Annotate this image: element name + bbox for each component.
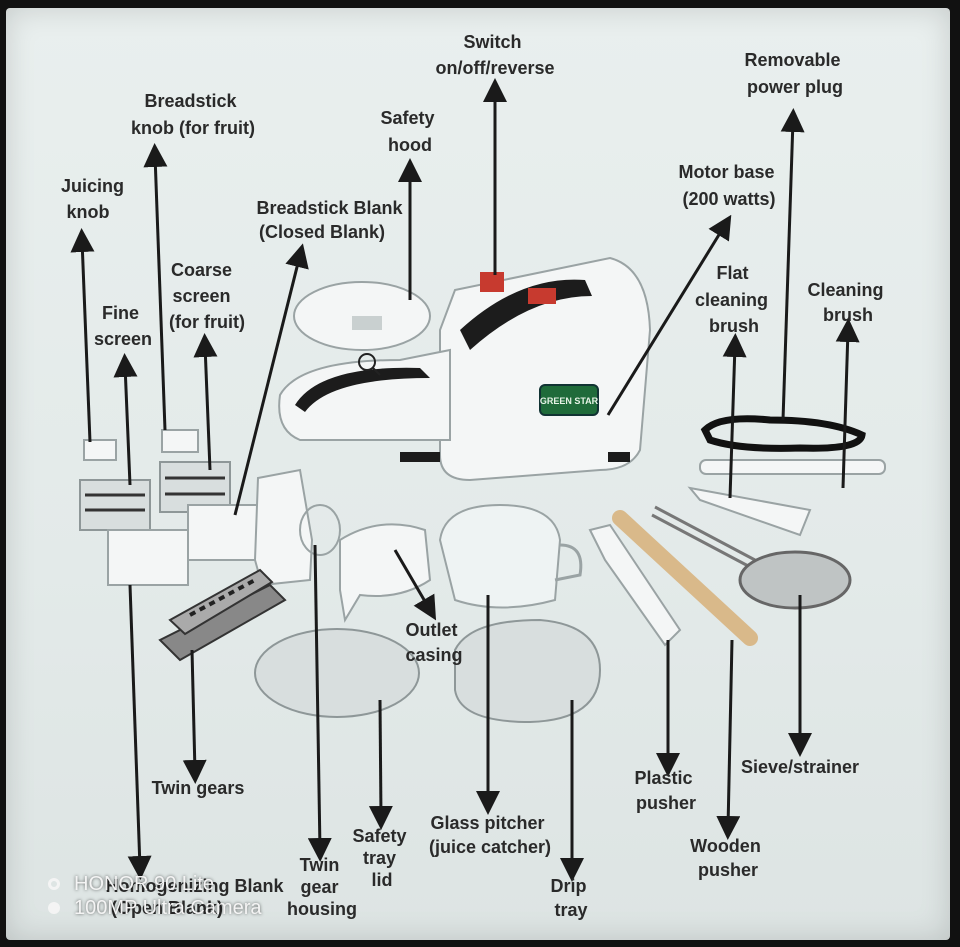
arrow-twin-gear-housing: [307, 544, 332, 862]
reverse-switch: [528, 288, 556, 304]
watermark-model: HONOR 90 Lite: [74, 873, 215, 895]
arrow-motor-base: [606, 214, 732, 416]
arrow-homogenizing-blank: [127, 584, 152, 880]
plastic-pusher-part: [588, 523, 682, 647]
label-motor-base: Motor base (200 watts): [678, 162, 779, 209]
label-breadstick-knob: Breadstick knob (for fruit): [131, 91, 255, 138]
coarse-screen: [159, 461, 231, 513]
arrow-fine-screen: [113, 353, 138, 486]
safety-tray-lid-part: [254, 628, 420, 718]
breadstick-blank-part: [187, 504, 259, 561]
juicing-knob: [83, 439, 117, 461]
arrow-breadstick-blank: [233, 243, 309, 516]
arrow-plug: [780, 108, 805, 421]
fine-screen: [79, 479, 151, 531]
label-safety-hood: Safety hood: [380, 108, 439, 155]
label-breadstick-blank: Breadstick Blank (Closed Blank): [256, 198, 407, 242]
label-wooden-pusher: Wooden pusher: [690, 836, 766, 880]
arrow-wooden-pusher: [716, 639, 741, 840]
arrow-flat-brush: [722, 333, 747, 499]
callout-arrows: [70, 78, 860, 882]
label-twin-gears: Twin gears: [152, 778, 245, 798]
filled-dot-icon: [48, 902, 60, 914]
drip-tray-part: [454, 618, 602, 724]
arrow-coarse-screen: [193, 333, 218, 471]
label-sieve: Sieve/strainer: [741, 757, 859, 777]
callout-labels: Switch on/off/reverse Removable power pl…: [61, 32, 888, 920]
power-cord-part: [700, 415, 866, 452]
arrow-outlet-casing: [393, 549, 437, 621]
homogenizing-blank-part: [107, 529, 189, 586]
logo-text: GREEN STAR: [540, 396, 599, 406]
label-flat-brush: Flat cleaning brush: [695, 263, 773, 336]
motor-base: GREEN STAR: [400, 256, 652, 482]
glass-pitcher-part: [438, 503, 583, 609]
label-cleaning-brush: Cleaning brush: [807, 280, 888, 325]
arrow-juicing-knob: [70, 228, 95, 443]
label-twin-gear-housing: Twin gear housing: [287, 855, 357, 919]
label-glass-pitcher: Glass pitcher (juice catcher): [429, 813, 551, 857]
label-coarse-screen: Coarse screen (for fruit): [169, 260, 245, 332]
zoom-icon: [358, 353, 376, 371]
twin-gears-part: [158, 568, 287, 662]
outlet-casing-part: [339, 523, 432, 623]
camera-watermark: HONOR 90 Lite 100MP Ultra Camera: [48, 872, 261, 920]
label-homogenizing-blank: Homogenizing Blank (Open Blank): [105, 876, 288, 918]
watermark-camera: 100MP Ultra Camera: [74, 897, 262, 919]
arrow-cleaning-brush: [835, 318, 860, 489]
wooden-pusher-part: [612, 510, 758, 646]
twin-gear-housing-part: [253, 468, 341, 587]
flat-cleaning-brush-part: [687, 486, 812, 537]
arrow-breadstick-knob: [143, 143, 168, 431]
arrow-safety-tray-lid: [368, 699, 393, 830]
label-drip-tray: Drip tray: [550, 876, 591, 920]
label-juicing-knob: Juicing knob: [61, 176, 129, 222]
breadstick-knob: [161, 429, 199, 453]
label-plastic-pusher: Plastic pusher: [634, 768, 697, 813]
watermark-row-camera: 100MP Ultra Camera: [48, 896, 261, 920]
label-outlet-casing: Outlet casing: [405, 620, 462, 665]
arrow-twin-gears: [182, 649, 207, 784]
safety-hood: [278, 281, 451, 441]
sieve-part: [651, 505, 852, 610]
label-fine-screen: Fine screen: [94, 303, 152, 349]
label-switch: Switch on/off/reverse: [435, 32, 554, 78]
power-switch: [480, 272, 504, 292]
ring-dot-icon: [48, 878, 60, 890]
label-safety-tray-lid: Safety tray lid: [352, 826, 411, 890]
cleaning-brush-part: [699, 459, 886, 475]
watermark-row-model: HONOR 90 Lite: [48, 872, 261, 896]
green-star-logo: [539, 384, 599, 416]
label-removable-plug: Removable power plug: [744, 50, 845, 97]
